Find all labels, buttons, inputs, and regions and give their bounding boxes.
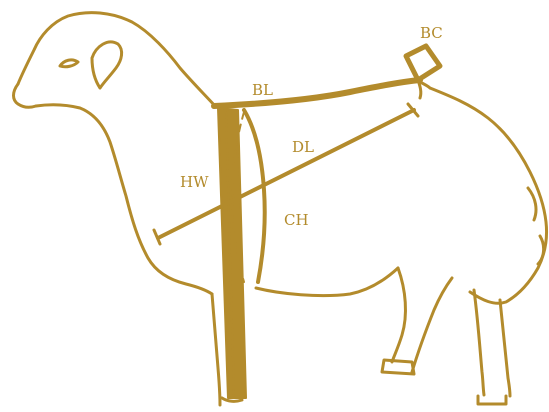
hind-hoof-near <box>382 360 414 374</box>
label-dl: DL <box>292 138 314 156</box>
back-rear-line <box>420 82 430 88</box>
bc-instrument-stem <box>418 80 421 98</box>
label-hw: HW <box>180 173 209 191</box>
ear-outline <box>92 42 122 88</box>
hooves <box>222 360 506 404</box>
label-bl: BL <box>252 81 273 99</box>
hind-leg-front-line <box>392 268 405 362</box>
far-hind-leg-line <box>474 290 510 396</box>
bl-measure-line <box>214 80 420 106</box>
belly-line <box>256 268 398 296</box>
head-details <box>60 42 122 88</box>
front-leg-outline <box>212 294 220 405</box>
rump-fleece-line <box>430 88 547 303</box>
bc-instrument <box>406 46 440 80</box>
hind-hoof-far <box>478 396 506 404</box>
ch-measure-solid <box>244 110 265 282</box>
eye-outline <box>60 60 78 67</box>
hind-leg-back-line <box>412 278 452 372</box>
muzzle-line <box>14 84 37 107</box>
neck-top-line <box>18 13 216 107</box>
label-bc: BC <box>420 24 443 42</box>
label-ch: CH <box>284 211 309 229</box>
throat-chest-line <box>36 105 212 294</box>
